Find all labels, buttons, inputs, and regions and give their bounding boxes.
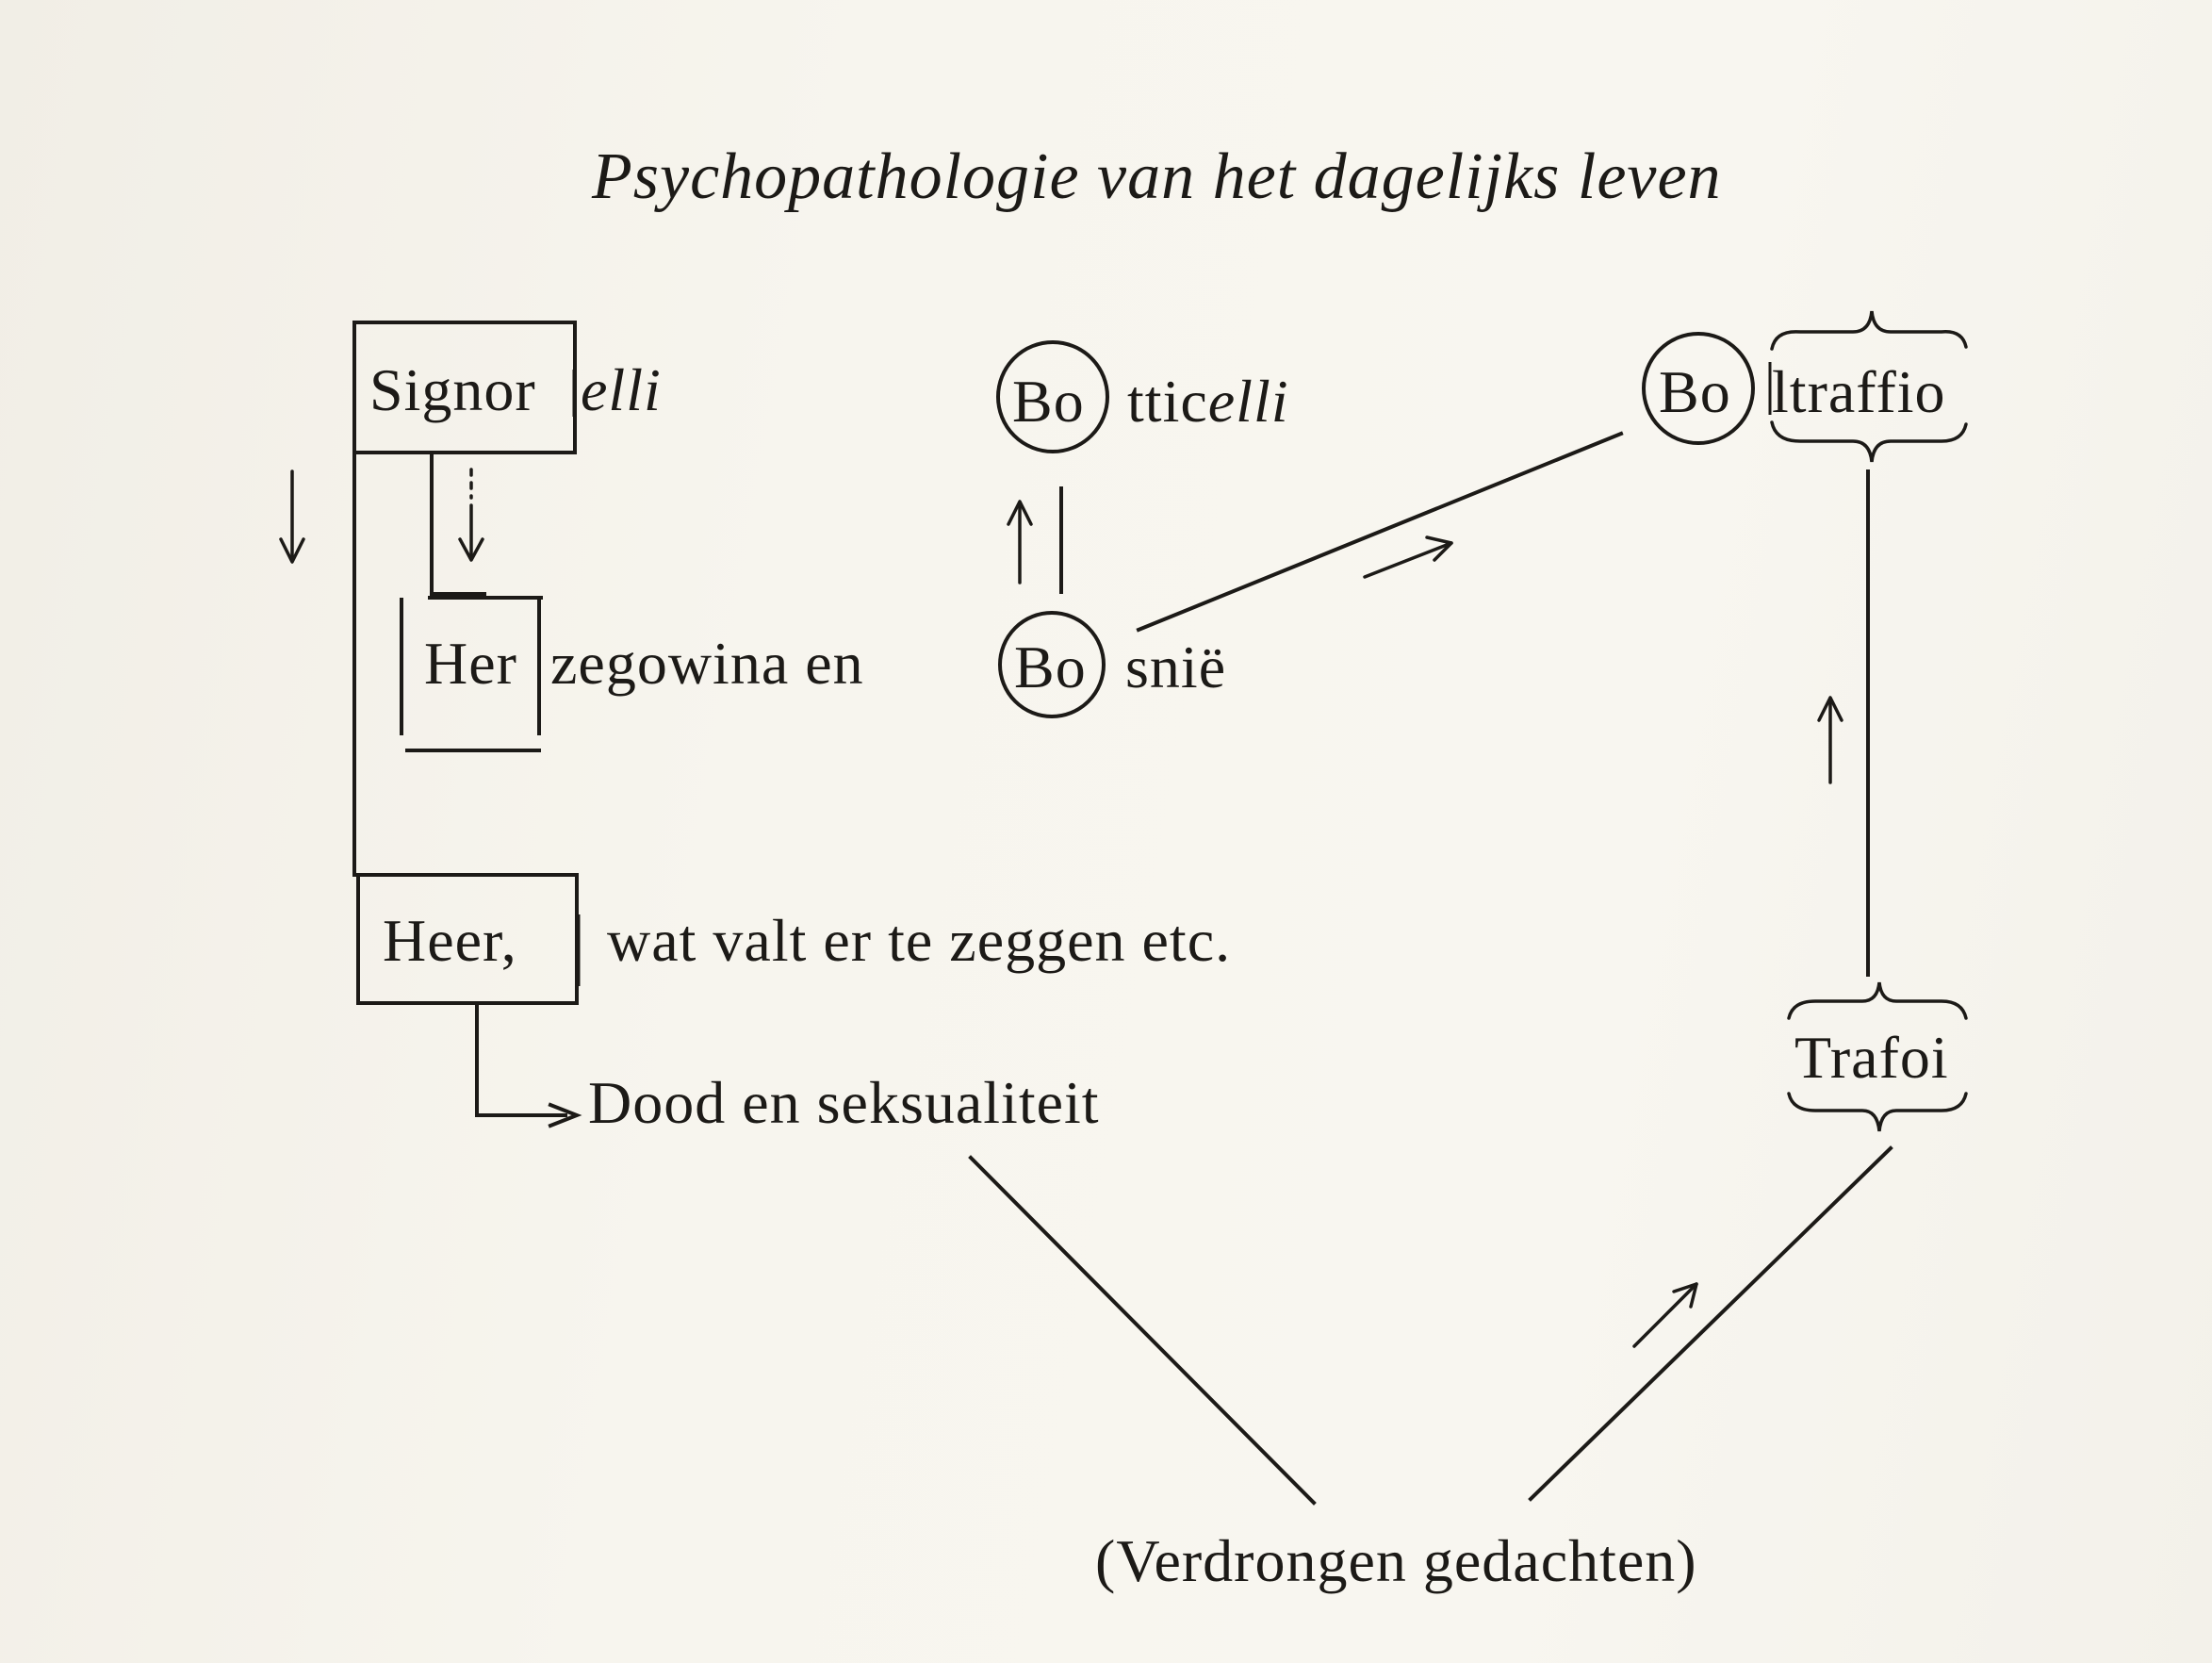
- page-title: Psychopathologie van het dagelijks leven: [592, 140, 1722, 213]
- brace-top-ltraffio: [1770, 310, 1968, 351]
- brace-top-trafoi: [1787, 981, 1968, 1020]
- node-snie: snië: [1125, 634, 1227, 700]
- brace-bottom-trafoi: [1787, 1092, 1968, 1132]
- dood-verdrongen-link: [968, 1155, 1317, 1506]
- node-botticelli-elli: elli: [1207, 368, 1289, 435]
- node-wat-valt: wat valt er te zeggen etc.: [607, 907, 1232, 974]
- bo-circle-bosnie: [998, 611, 1106, 718]
- node-botticelli-stem: ttic: [1127, 368, 1208, 435]
- bosnie-boltraffio-link: [1136, 431, 1624, 633]
- node-verdrongen: (Verdrongen gedachten): [1095, 1527, 1697, 1594]
- diagonal-arrow-icon-upper: [1363, 535, 1453, 579]
- node-trafoi: Trafoi: [1794, 1024, 1949, 1091]
- up-arrow-icon-trafoi: [1817, 696, 1843, 784]
- node-bo-bosnie: Bo: [1014, 634, 1087, 700]
- brace-bottom-ltraffio: [1770, 420, 1968, 463]
- down-arrow-icon-dashed: [458, 468, 484, 562]
- up-arrow-icon-botticelli: [1007, 500, 1033, 585]
- node-bo-botticelli: Bo: [1012, 368, 1085, 435]
- node-dood: Dood en seksualiteit: [588, 1069, 1100, 1136]
- heer-box: [356, 873, 579, 1005]
- bo-circle-boltraffio: [1642, 332, 1755, 445]
- node-ltraffio: ltraffio: [1772, 358, 1946, 425]
- node-her: Her: [424, 630, 517, 697]
- node-heer: Heer,: [383, 907, 517, 974]
- bo-circle-botticelli: [996, 340, 1109, 453]
- diagonal-arrow-icon-lower: [1632, 1282, 1698, 1348]
- node-zegowina: zegowina en: [550, 630, 864, 697]
- verdrongen-trafoi-link: [1528, 1145, 1893, 1502]
- node-bo-boltraffio: Bo: [1659, 358, 1731, 425]
- down-arrow-icon-left: [279, 469, 305, 564]
- node-elli: elli: [581, 356, 662, 423]
- node-botticelli-rest: tticelli: [1127, 371, 1289, 432]
- node-signor: Signor: [369, 356, 536, 423]
